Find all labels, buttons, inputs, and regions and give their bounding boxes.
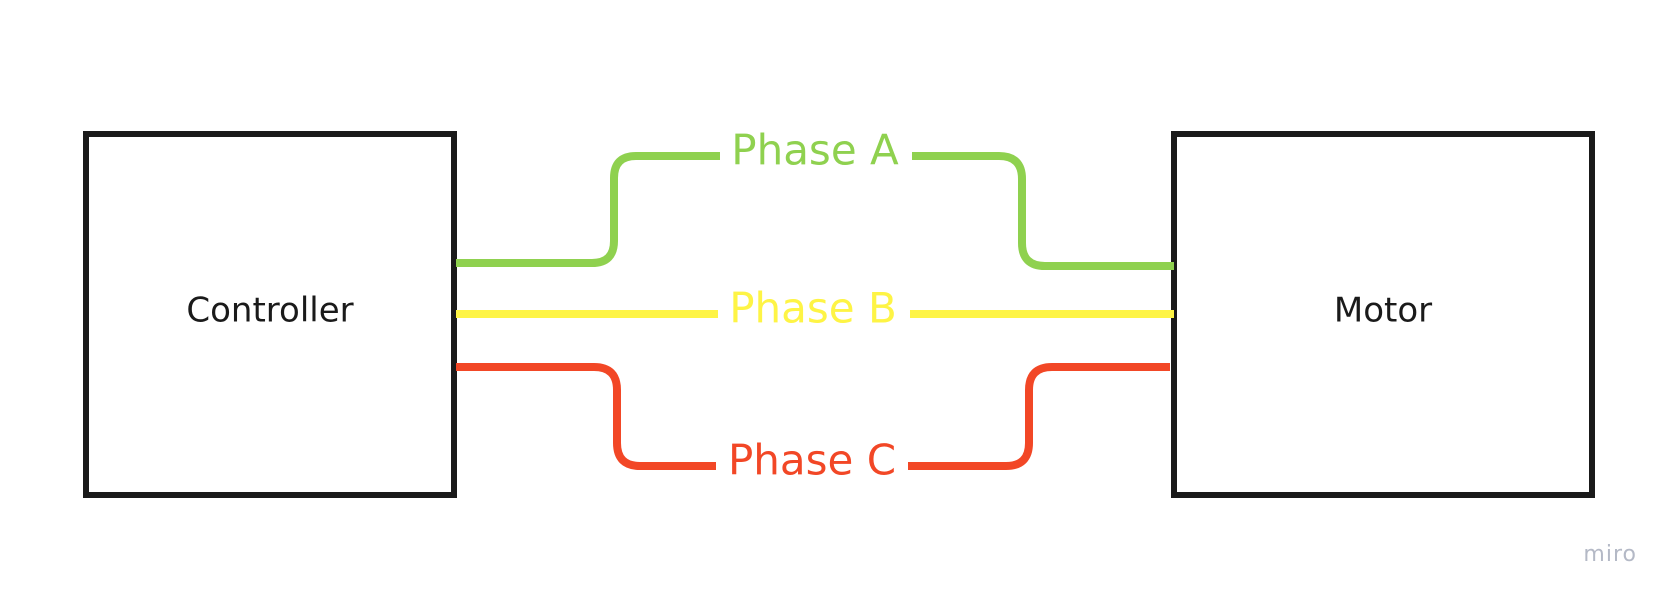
phase-b-label: Phase B: [729, 284, 897, 333]
phase-a-line-left: [456, 152, 720, 267]
phase-c-label: Phase C: [728, 436, 896, 485]
phase-a-line-right: [912, 152, 1174, 270]
controller-box: [83, 131, 457, 498]
phase-a-label: Phase A: [731, 126, 899, 175]
controller-node[interactable]: Controller: [83, 131, 457, 498]
motor-label: Motor: [1334, 291, 1432, 331]
phase-c-wire[interactable]: Phase C: [456, 363, 1170, 485]
controller-label: Controller: [186, 291, 353, 331]
phase-a-wire[interactable]: Phase A: [456, 126, 1174, 270]
motor-box: [1171, 131, 1595, 498]
miro-watermark: miro: [1583, 542, 1637, 567]
phase-c-line-left: [456, 363, 716, 470]
phase-c-line-right: [908, 363, 1170, 470]
motor-node[interactable]: Motor: [1171, 131, 1595, 498]
phase-b-wire[interactable]: Phase B: [456, 284, 1174, 333]
